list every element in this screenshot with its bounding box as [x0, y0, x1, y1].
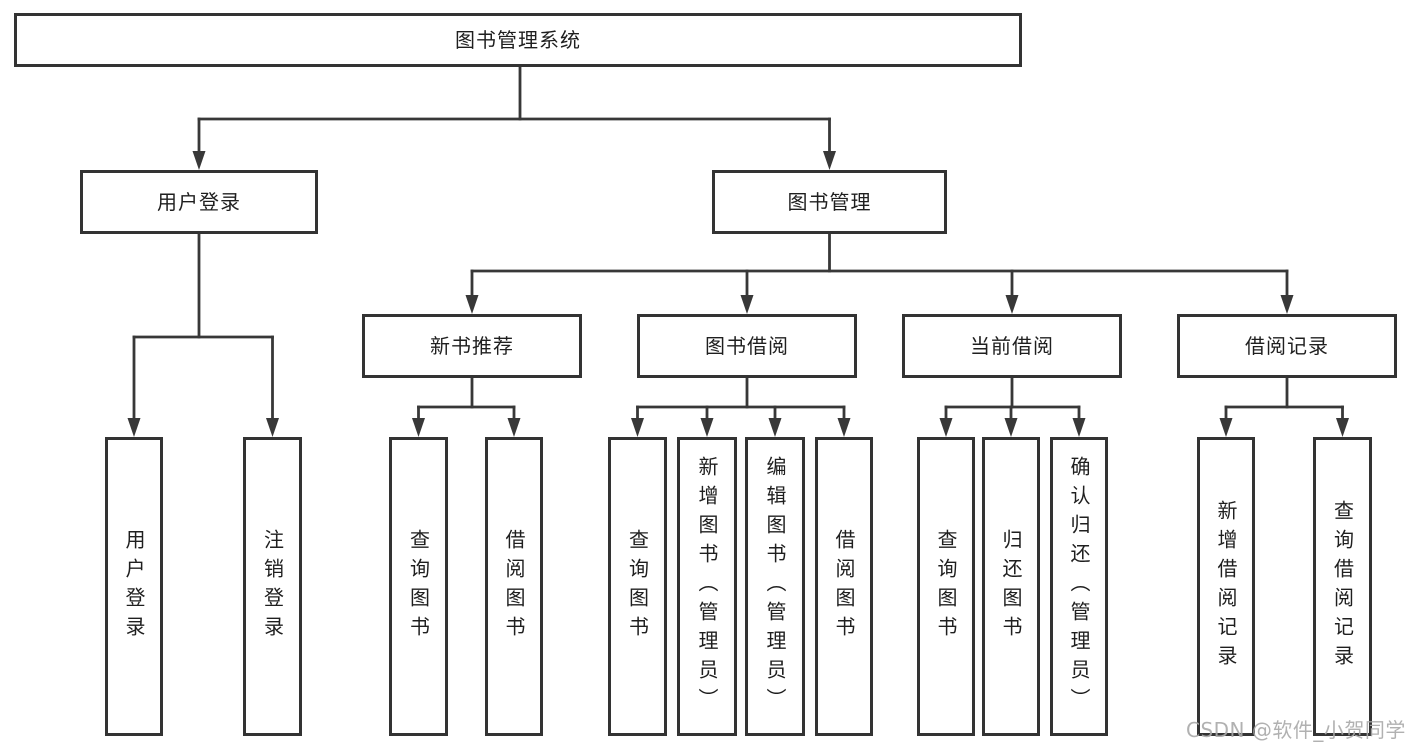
- node-book-management: 图书管理: [712, 170, 947, 234]
- node-label: 查询图书: [934, 528, 958, 645]
- node-recommend-borrow-books: 借阅图书: [485, 437, 543, 736]
- node-label: 用户登录: [157, 190, 241, 214]
- node-label: 新书推荐: [430, 334, 514, 358]
- node-logout: 注销登录: [243, 437, 302, 736]
- node-book-borrowing: 图书借阅: [637, 314, 857, 378]
- node-label: 归还图书: [999, 528, 1023, 645]
- node-label: 借阅图书: [832, 528, 856, 645]
- arrowhead-icon: [768, 418, 782, 437]
- arrowhead-icon: [939, 418, 953, 437]
- node-borrow-query-books: 查询图书: [608, 437, 667, 736]
- arrowhead-icon: [837, 418, 851, 437]
- node-current-borrowing: 当前借阅: [902, 314, 1122, 378]
- arrowhead-icon: [266, 418, 279, 437]
- arrowhead-icon: [1280, 295, 1294, 314]
- node-label: 新增借阅记录: [1214, 499, 1238, 674]
- arrowhead-icon: [507, 418, 521, 437]
- node-current-confirm-return: 确认归还（管理员）: [1050, 437, 1108, 736]
- node-label: 确认归还（管理员）: [1067, 456, 1091, 717]
- node-label: 查询图书: [625, 528, 650, 645]
- node-current-return-books: 归还图书: [982, 437, 1040, 736]
- arrowhead-icon: [1004, 418, 1018, 437]
- watermark-text: CSDN @软件_小贺同学: [1186, 718, 1405, 742]
- arrowhead-icon: [823, 151, 836, 170]
- arrowhead-icon: [1005, 295, 1019, 314]
- node-system: 图书管理系统: [14, 13, 1022, 67]
- arrowhead-icon: [740, 295, 754, 314]
- node-borrow-add-books: 新增图书（管理员）: [677, 437, 737, 736]
- node-label: 图书借阅: [705, 334, 789, 358]
- node-label: 注销登录: [260, 528, 285, 645]
- node-login: 用户登录: [105, 437, 163, 736]
- node-borrow-borrow-books: 借阅图书: [815, 437, 873, 736]
- node-label: 新增图书（管理员）: [695, 456, 719, 717]
- node-recommend-query-books: 查询图书: [389, 437, 448, 736]
- node-current-query-books: 查询图书: [917, 437, 975, 736]
- arrowhead-icon: [700, 418, 714, 437]
- node-label: 图书管理系统: [455, 28, 581, 52]
- arrowhead-icon: [1219, 418, 1233, 437]
- node-new-book-recommend: 新书推荐: [362, 314, 582, 378]
- node-label: 查询借阅记录: [1330, 499, 1355, 674]
- arrowhead-icon: [127, 418, 141, 437]
- arrowhead-icon: [1072, 418, 1086, 437]
- node-borrowing-records: 借阅记录: [1177, 314, 1397, 378]
- node-label: 用户登录: [122, 528, 146, 645]
- arrowhead-icon: [631, 418, 644, 437]
- node-borrow-edit-books: 编辑图书（管理员）: [745, 437, 805, 736]
- node-label: 图书管理: [787, 190, 872, 214]
- node-label: 当前借阅: [970, 334, 1054, 358]
- arrowhead-icon: [412, 418, 425, 437]
- node-records-query-record: 查询借阅记录: [1313, 437, 1372, 736]
- node-label: 借阅图书: [502, 528, 526, 645]
- node-label: 借阅记录: [1245, 334, 1329, 358]
- arrowhead-icon: [465, 295, 479, 314]
- arrowhead-icon: [1336, 418, 1349, 437]
- node-records-add-record: 新增借阅记录: [1197, 437, 1255, 736]
- node-label: 编辑图书（管理员）: [763, 456, 787, 717]
- arrowhead-icon: [192, 151, 206, 170]
- node-label: 查询图书: [406, 528, 431, 645]
- node-user-login: 用户登录: [80, 170, 318, 234]
